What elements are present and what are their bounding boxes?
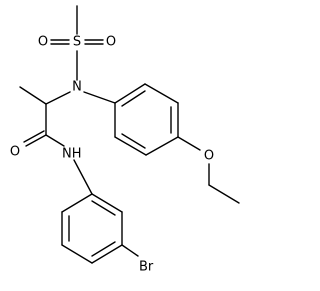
atom-sulfur: S xyxy=(73,35,81,50)
bond-ring1-inner-1 xyxy=(121,90,146,107)
bond-layer xyxy=(19,5,240,264)
atom-bromine: Br xyxy=(139,260,154,275)
atom-label-layer: S O O N O NH O Br xyxy=(10,35,214,275)
molecule-structure-diagram: S O O N O NH O Br xyxy=(9,5,240,275)
bond-ring-ether-o xyxy=(177,136,201,151)
atom-carbonyl-oxygen: O xyxy=(10,145,20,160)
structure-svg: S O O N O NH O Br xyxy=(10,5,240,275)
bond-ring1-1 xyxy=(114,83,146,104)
bond-carbonyl-o-b xyxy=(23,130,45,143)
bond-ring1-4 xyxy=(145,136,179,156)
atom-sulfonamide-nitrogen: N xyxy=(72,80,82,95)
atom-amide-nitrogen: NH xyxy=(62,147,82,162)
bond-ring2-3 xyxy=(61,244,93,264)
bond-ring2-inner-3 xyxy=(91,200,116,216)
bond-ring2-1 xyxy=(61,193,93,213)
bond-carbonyl-o-a xyxy=(25,134,47,147)
bond-ring1-2 xyxy=(144,83,179,104)
bond-n-alpha-carbon xyxy=(45,91,71,105)
bond-ring2-6 xyxy=(91,193,123,213)
bond-ch2-ch3 xyxy=(208,184,240,204)
bond-ring1-5 xyxy=(114,136,147,156)
atom-ether-oxygen: O xyxy=(204,149,214,164)
bond-carbonyl-n xyxy=(45,134,65,147)
atom-sulfonyl-oxygen-right: O xyxy=(106,35,116,50)
bond-alpha-methyl xyxy=(19,86,47,105)
bond-c-br xyxy=(121,244,139,257)
bond-n-aryl xyxy=(83,91,116,104)
bond-ring2-4 xyxy=(91,244,123,264)
bond-ring2-inner-2 xyxy=(91,241,116,257)
atom-sulfonyl-oxygen-left: O xyxy=(38,35,48,50)
bond-nh-bromophenyl xyxy=(73,159,93,195)
bond-ring1-inner-3 xyxy=(121,133,146,149)
